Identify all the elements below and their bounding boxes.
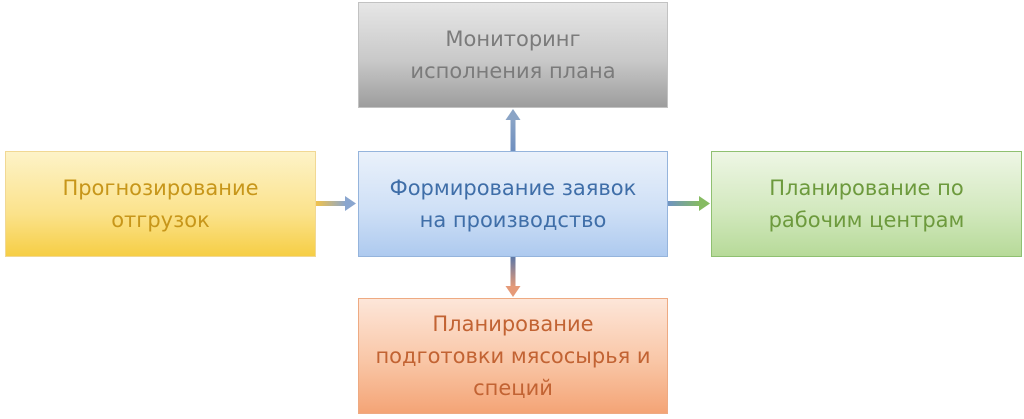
edge-orders-monitoring [505,109,521,151]
edge-orders-rawmaterials [505,257,521,297]
node-rawmaterials-label: Планирование подготовки мясосырья и спец… [375,312,651,400]
node-monitoring-label: Мониторинг исполнения плана [410,27,616,83]
node-orders: Формирование заявок на производство [358,151,668,257]
edge-forecast-orders [316,196,356,211]
node-monitoring: Мониторинг исполнения плана [358,2,668,108]
node-rawmaterials: Планирование подготовки мясосырья и спец… [358,298,668,414]
node-forecast: Прогнозирование отгрузок [5,151,316,257]
edge-orders-workcenters [668,196,710,211]
node-orders-label: Формирование заявок на производство [389,176,637,232]
node-forecast-label: Прогнозирование отгрузок [62,176,259,232]
node-workcenters: Планирование по рабочим центрам [711,151,1022,257]
node-workcenters-label: Планирование по рабочим центрам [768,176,965,232]
